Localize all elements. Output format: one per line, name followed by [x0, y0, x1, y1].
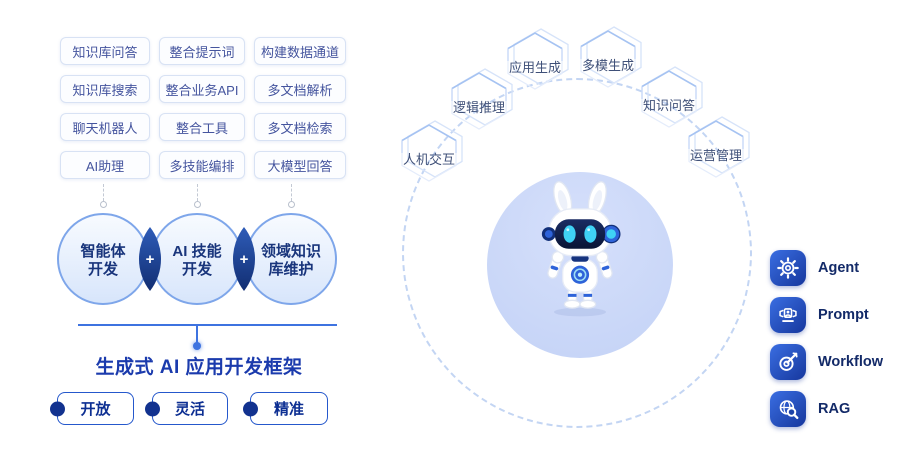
chip-skill-orchestration[interactable]: 多技能编排: [159, 151, 245, 179]
connector-ring: [193, 201, 201, 208]
lens-plus-shape: [138, 227, 162, 291]
capability-chip-grid: 知识库问答 整合提示词 构建数据通道 知识库搜索 整合业务API 多文档解析 聊…: [60, 37, 346, 179]
menu-item-prompt[interactable]: Prompt: [770, 297, 869, 333]
tag-multimodal-generation: 多模生成: [573, 26, 643, 90]
framework-title: 生成式 AI 应用开发框架: [95, 357, 303, 378]
mascot-shadow: [554, 307, 606, 317]
chip-business-api[interactable]: 整合业务API: [159, 75, 245, 103]
menu-label: Prompt: [818, 307, 869, 323]
menu-label: RAG: [818, 401, 851, 417]
tag-label: 运营管理: [689, 148, 742, 163]
tag-app-generation: 应用生成: [500, 28, 570, 92]
connector-ring: [287, 201, 295, 208]
feature-button-label: 灵活: [174, 401, 205, 418]
bullet-dot: [145, 401, 160, 416]
chip-tool-integration[interactable]: 整合工具: [159, 113, 245, 141]
rag-search-icon: [770, 391, 806, 427]
bracket-line: [78, 324, 337, 326]
robot-visor: [554, 219, 606, 249]
chip-multidoc-parse[interactable]: 多文档解析: [254, 75, 346, 103]
bracket-dot: [193, 342, 201, 350]
circle-label: 开发: [182, 260, 213, 278]
circle-label: 领域知识: [260, 242, 321, 260]
bullet-dot: [243, 401, 258, 416]
robot-chest-emblem: [570, 265, 590, 284]
menu-item-workflow[interactable]: Workflow: [770, 344, 883, 380]
robot-arms: [547, 250, 613, 279]
workflow-target-icon: [770, 344, 806, 380]
prompt-icon: [770, 297, 806, 333]
hexagon-outline-icon: [641, 66, 703, 128]
hexagon-outline-icon: [507, 28, 569, 90]
hexagon-outline-icon: [401, 120, 463, 182]
chip-kb-qa[interactable]: 知识库问答: [60, 37, 150, 65]
menu-label: Agent: [818, 260, 860, 276]
bullet-dot: [50, 401, 65, 416]
chip-prompt-integration[interactable]: 整合提示词: [159, 37, 245, 65]
tag-label: 知识问答: [642, 98, 695, 113]
connector-dashed-line: [197, 184, 198, 201]
circle-label: AI 技能: [172, 242, 221, 260]
feature-button-open[interactable]: 开放: [50, 392, 134, 425]
plus-sign: +: [146, 251, 155, 268]
feature-button-precise[interactable]: 精准: [243, 392, 328, 425]
circle-label: 智能体: [80, 242, 126, 260]
chip-multidoc-retrieval[interactable]: 多文档检索: [254, 113, 346, 141]
development-circles-diagram: + + 智能体 开发 AI 技能 开发 领域知识 库维护: [57, 213, 337, 305]
robot-mascot: [541, 181, 621, 317]
connector-ring: [99, 201, 107, 208]
hexagon-outline-icon: [688, 116, 750, 178]
chip-kb-search[interactable]: 知识库搜索: [60, 75, 150, 103]
circle-label: 库维护: [268, 260, 313, 278]
tag-label: 多模生成: [581, 58, 634, 73]
hexagon-outline-icon: [580, 26, 642, 88]
robot-side-pods: [541, 224, 621, 244]
robot-eyes: [563, 225, 597, 243]
chip-ai-assistant[interactable]: AI助理: [60, 151, 150, 179]
tag-label: 逻辑推理: [452, 100, 505, 115]
tag-label: 人机交互: [402, 152, 455, 167]
menu-label: Workflow: [818, 354, 883, 370]
chip-data-pipeline[interactable]: 构建数据通道: [254, 37, 346, 65]
feature-button-flexible[interactable]: 灵活: [145, 392, 228, 425]
plus-sign: +: [240, 251, 249, 268]
connector-dashed-line: [291, 184, 292, 201]
chip-chatbot[interactable]: 聊天机器人: [60, 113, 150, 141]
feature-button-label: 精准: [273, 401, 304, 418]
circle-label: 开发: [88, 260, 119, 278]
bracket-stem: [196, 324, 198, 344]
gear-icon: [770, 250, 806, 286]
tag-knowledge-qa: 知识问答: [634, 66, 704, 130]
menu-item-agent[interactable]: Agent: [770, 250, 859, 286]
tag-logical-reasoning: 逻辑推理: [444, 68, 514, 132]
chip-llm-answer[interactable]: 大模型回答: [254, 151, 346, 179]
tag-operation-management: 运营管理: [681, 116, 751, 180]
menu-item-rag[interactable]: RAG: [770, 391, 850, 427]
hexagon-outline-icon: [451, 68, 513, 130]
lens-plus-shape: [232, 227, 256, 291]
feature-button-label: 开放: [80, 401, 111, 418]
connector-dashed-line: [103, 184, 104, 201]
robot-ears: [553, 181, 607, 216]
robot-collar: [571, 254, 589, 262]
tag-human-computer-interaction: 人机交互: [394, 120, 464, 184]
tag-label: 应用生成: [508, 60, 561, 75]
orbit-dashed-circle: [402, 78, 752, 428]
